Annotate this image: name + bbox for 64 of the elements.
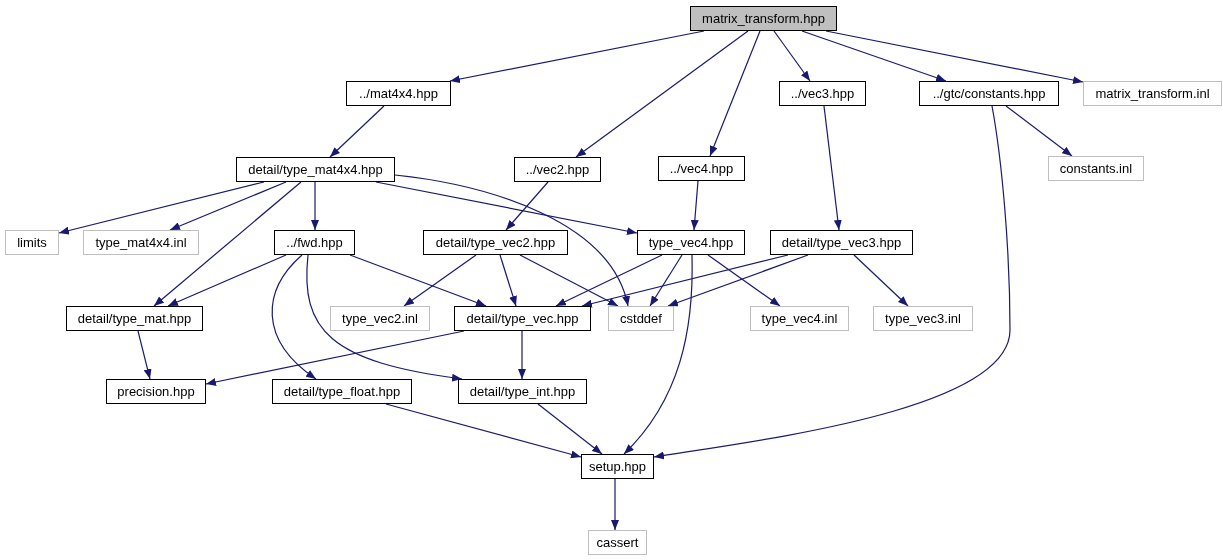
external-file-node: type_mat4x4.inl: [83, 230, 199, 255]
dependency-arrow: [707, 254, 781, 307]
dependency-arrow: [169, 181, 287, 231]
dependency-arrow: [653, 105, 1011, 460]
file-node: type_vec4.hpp: [637, 230, 745, 255]
dependency-arrow: [167, 254, 287, 307]
dependency-arrow: [773, 30, 811, 82]
file-node: ../vec2.hpp: [514, 157, 601, 182]
dependency-arrow: [349, 254, 487, 307]
dependency-arrow: [205, 330, 465, 386]
file-node: ../mat4x4.hpp: [346, 81, 451, 106]
file-node: detail/type_vec2.hpp: [423, 230, 568, 255]
external-file-node: matrix_transform.inl: [1083, 81, 1222, 106]
file-node: setup.hpp: [581, 454, 654, 479]
dependency-arrow: [581, 254, 789, 308]
dependency-arrow: [709, 30, 761, 157]
file-node: ../fwd.hpp: [274, 230, 355, 255]
dependency-arrow: [311, 181, 319, 231]
file-node: precision.hpp: [106, 379, 206, 404]
file-node: detail/type_mat4x4.hpp: [236, 157, 395, 182]
dependency-arrow: [667, 254, 809, 307]
external-file-node: type_vec2.inl: [330, 306, 430, 331]
file-node: ../gtc/constants.hpp: [919, 81, 1059, 106]
dependency-arrow: [394, 174, 629, 307]
file-node: ../vec4.hpp: [658, 156, 745, 181]
file-node: detail/type_int.hpp: [458, 379, 587, 404]
dependency-arrow: [623, 254, 693, 455]
external-file-node: constants.inl: [1048, 156, 1144, 181]
dependency-arrow: [403, 254, 477, 307]
file-node: detail/type_float.hpp: [272, 379, 412, 404]
dependency-arrow: [823, 105, 842, 231]
file-node: detail/type_mat.hpp: [66, 306, 203, 331]
dependency-arrow: [306, 254, 463, 382]
dependency-arrow: [518, 330, 526, 380]
external-file-node: type_vec3.inl: [873, 306, 973, 331]
dependency-arrow: [505, 181, 549, 231]
root-file-node: matrix_transform.hpp: [690, 6, 837, 31]
dependency-arrow: [375, 181, 638, 235]
dependency-arrow: [825, 30, 1084, 84]
dependency-arrow: [499, 254, 517, 307]
external-file-node: cassert: [588, 530, 647, 555]
dependency-arrow: [690, 180, 699, 231]
dependency-arrow: [853, 254, 909, 307]
dependency-arrow: [271, 254, 317, 380]
dependency-arrow: [537, 403, 603, 455]
file-node: detail/type_vec.hpp: [454, 306, 591, 331]
external-file-node: type_vec4.inl: [750, 306, 849, 331]
dependency-arrow: [153, 181, 302, 307]
dependency-arrow: [801, 30, 947, 82]
dependency-arrow: [58, 181, 265, 235]
external-file-node: limits: [5, 230, 59, 255]
dependency-arrow: [611, 478, 619, 531]
dependency-arrow: [649, 254, 683, 307]
dependency-arrow: [137, 330, 152, 380]
dependency-arrow: [385, 403, 582, 459]
dependency-arrow: [329, 105, 385, 158]
dependency-arrow: [575, 30, 749, 158]
external-file-node: cstddef: [608, 306, 674, 331]
file-node: ../vec3.hpp: [779, 81, 866, 106]
dependency-arrow: [555, 254, 663, 307]
dependency-arrow: [449, 30, 705, 83]
dependency-arrow: [519, 254, 619, 307]
file-node: detail/type_vec3.hpp: [770, 230, 913, 255]
dependency-arrow: [1005, 105, 1073, 157]
